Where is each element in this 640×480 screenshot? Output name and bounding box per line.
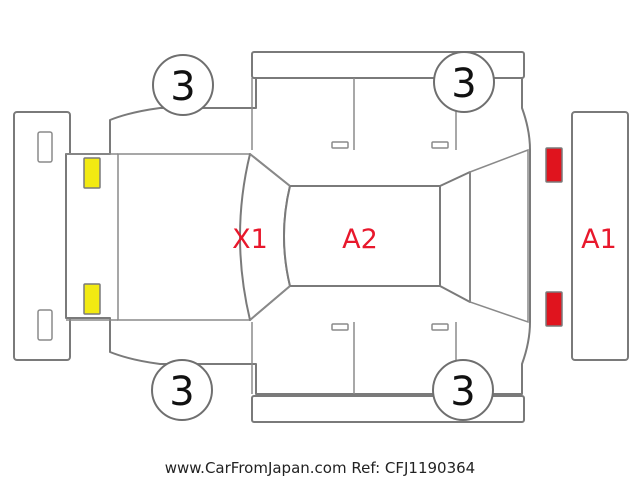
cabin: [239, 153, 471, 321]
front-lamp-lower: [83, 283, 101, 315]
damage-code-roof: A2: [342, 224, 378, 255]
front-bumper: [13, 111, 71, 361]
front-lamp-upper: [83, 157, 101, 189]
wheel-front-right-grade: 3: [451, 61, 476, 107]
trunk: [469, 148, 529, 324]
damage-code-front: X1: [232, 224, 268, 255]
footer-reference: www.CarFromJapan.com Ref: CFJ1190364: [165, 459, 475, 477]
wheel-front-left: 3: [152, 54, 214, 116]
wheel-rear-right-grade: 3: [450, 369, 475, 415]
wheel-front-right: 3: [433, 51, 495, 113]
wheel-rear-right: 3: [432, 359, 494, 421]
rear-bumper: [571, 111, 629, 361]
wheel-front-left-grade: 3: [170, 64, 195, 110]
rear-lamp-lower: [545, 291, 563, 327]
wheel-rear-left: 3: [151, 359, 213, 421]
damage-code-rear: A1: [581, 224, 617, 255]
wheel-rear-left-grade: 3: [169, 369, 194, 415]
rear-lamp-upper: [545, 147, 563, 183]
